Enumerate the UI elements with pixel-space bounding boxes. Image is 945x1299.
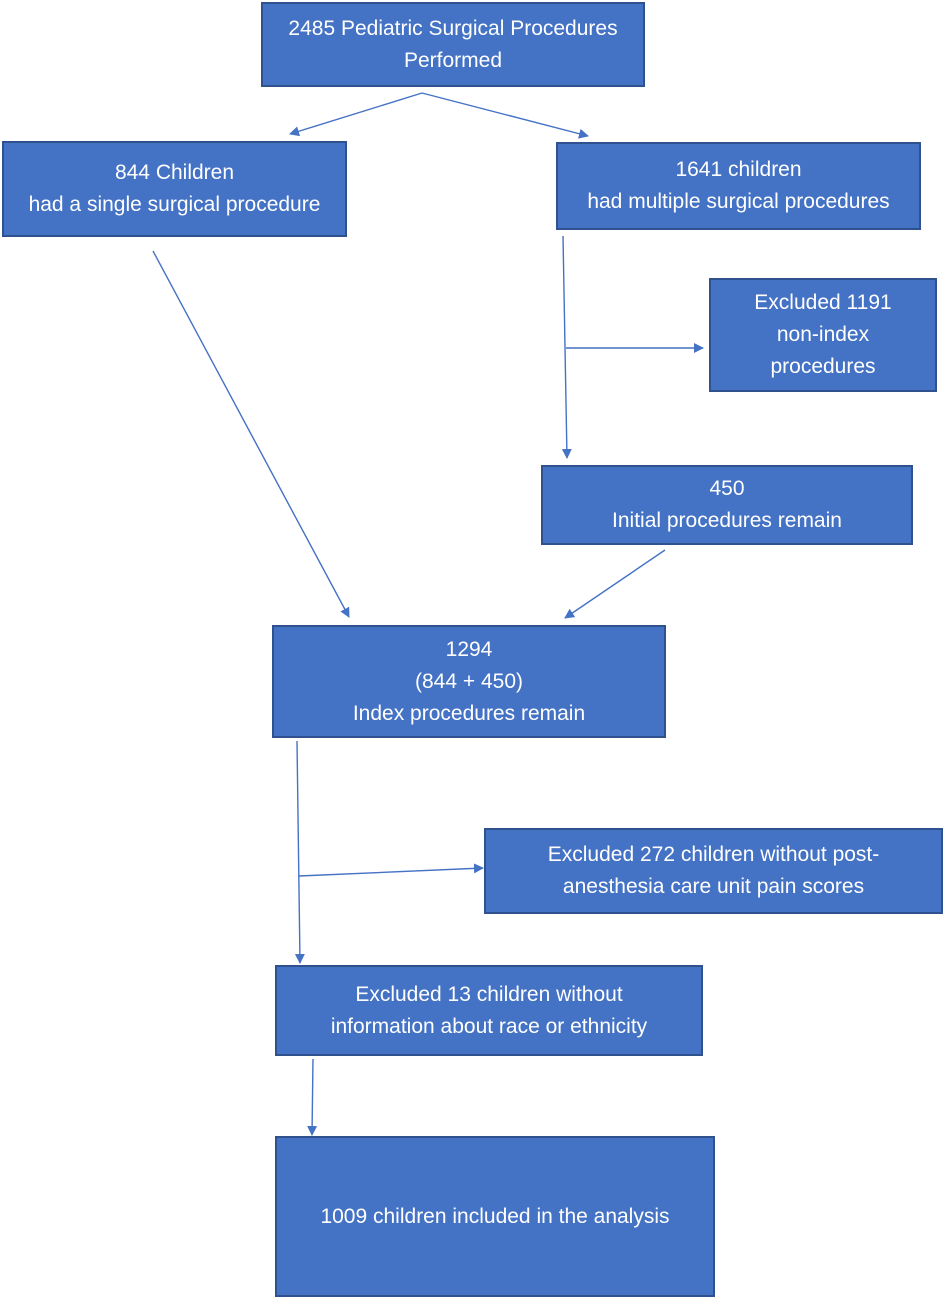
box-initial-procedures: 450 Initial procedures remain [541,465,913,545]
box-multiple-line2: had multiple surgical procedures [587,190,890,213]
box-excluded-nonindex-line1: Excluded 1191 [754,291,892,314]
arrow-single-to-index [152,250,350,618]
arrow-total-to-multiple [421,92,589,139]
box-excluded-race-line1: Excluded 13 children without [355,982,623,1006]
box-excluded-pacu: Excluded 272 children without post- anes… [484,828,943,914]
box-single-procedure: 844 Children had a single surgical proce… [2,141,347,237]
box-included-analysis: 1009 children included in the analysis [275,1136,715,1297]
box-index-line3: Index procedures remain [352,701,586,725]
box-excluded-nonindex-line2: non-index [776,323,870,346]
box-multiple-procedures: 1641 children had multiple surgical proc… [556,142,921,230]
box-excluded-pacu-line1: Excluded 272 children without post- [547,843,880,866]
box-initial-line2: Initial procedures remain [612,509,842,532]
box-excluded-pacu-line2: anesthesia care unit pain scores [562,875,865,898]
arrow-to-excluded-pacu [298,863,484,877]
arrow-excluded-race-to-included [307,1058,318,1136]
box-excluded-nonindex: Excluded 1191 non-index procedures [709,278,937,392]
arrow-total-to-single [289,92,423,137]
box-index-procedures: 1294 (844 + 450) Index procedures remain [272,625,666,738]
box-single-line2: had a single surgical procedure [28,193,321,216]
box-excluded-race-line2: information about race or ethnicity [330,1014,648,1038]
box-index-line2: (844 + 450) [415,669,523,693]
arrow-index-to-excluded-race [294,740,305,964]
box-included-line1: 1009 children included in the analysis [320,1204,670,1228]
box-total-line2: Performed [403,48,503,72]
box-initial-line1: 450 [709,477,745,500]
box-excluded-nonindex-line3: procedures [770,355,876,378]
box-single-line1: 844 Children [114,161,235,184]
arrow-multiple-to-initial [561,235,572,459]
box-total-procedures: 2485 Pediatric Surgical Procedures Perfo… [261,2,645,87]
arrow-initial-to-index [564,549,666,619]
box-multiple-line1: 1641 children [675,158,802,181]
box-excluded-race: Excluded 13 children without information… [275,965,703,1056]
box-total-line1: 2485 Pediatric Surgical Procedures [288,16,618,40]
box-index-line1: 1294 [445,637,493,661]
